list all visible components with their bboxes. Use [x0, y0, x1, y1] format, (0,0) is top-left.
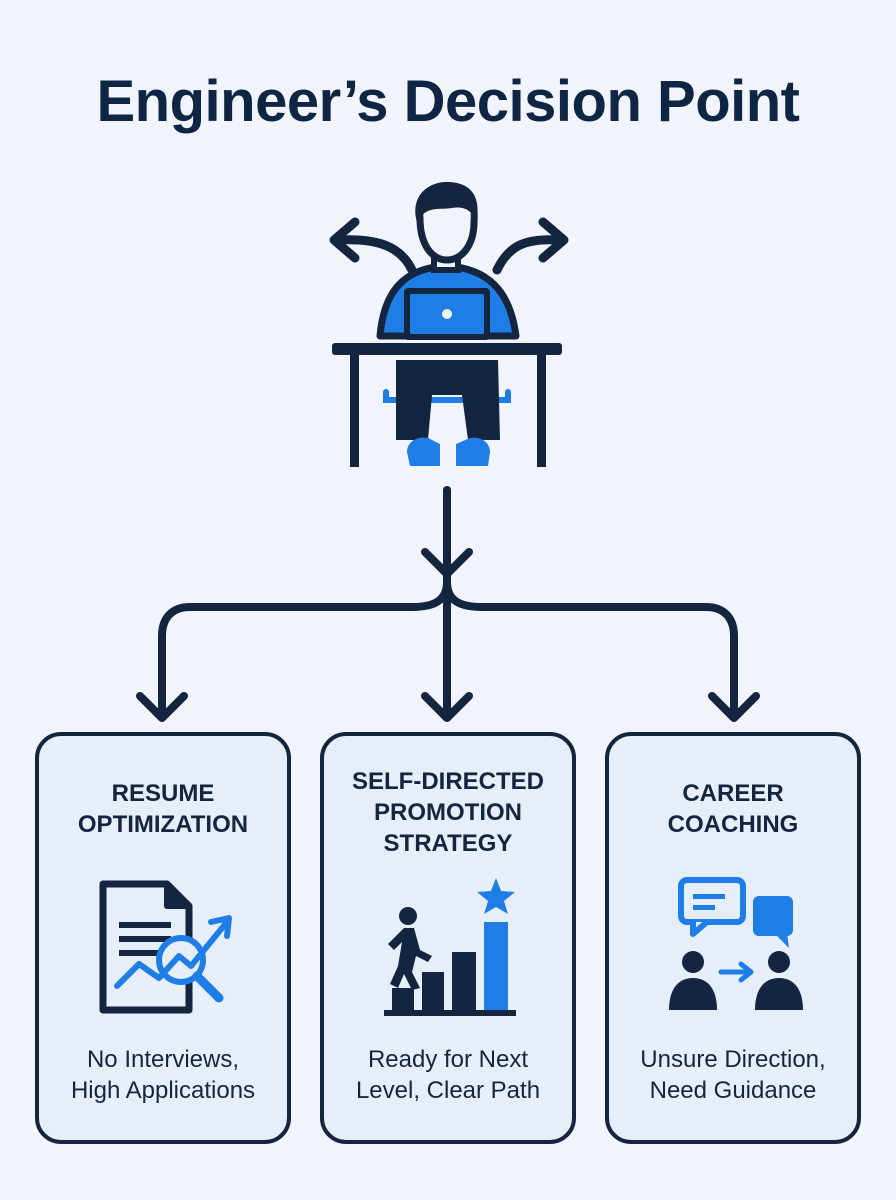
down-arrow-connector: [421, 486, 473, 584]
right-curved-arrow-icon: [492, 217, 569, 275]
decision-diagram: [136, 182, 760, 722]
resume-analytics-icon: [99, 880, 232, 1014]
option-card-career-coaching: CAREER COACHING Unsure Direction, Need G…: [605, 732, 861, 1144]
card-title: CAREER COACHING: [667, 780, 799, 838]
option-card-resume-optimization: RESUME OPTIMIZATION No Interviews, High …: [35, 732, 291, 1144]
option-card-self-directed-promotion: SELF-DIRECTED PROMOTION STRATEGY Ready f…: [320, 732, 576, 1144]
card-title: RESUME OPTIMIZATION: [77, 780, 249, 838]
left-curved-arrow-icon: [329, 217, 417, 275]
engineer-at-desk-icon: [332, 182, 562, 467]
card-description: Unsure Direction, Need Guidance: [640, 1046, 826, 1104]
climbing-bars-star-icon: [384, 878, 516, 1016]
card-title: SELF-DIRECTED PROMOTION STRATEGY: [352, 768, 544, 857]
coaching-conversation-icon: [669, 877, 803, 1010]
card-description: Ready for Next Level, Clear Path: [355, 1046, 541, 1104]
page-title: Engineer’s Decision Point: [96, 69, 800, 134]
card-description: No Interviews, High Applications: [70, 1046, 256, 1104]
branch-connectors: [136, 578, 760, 722]
